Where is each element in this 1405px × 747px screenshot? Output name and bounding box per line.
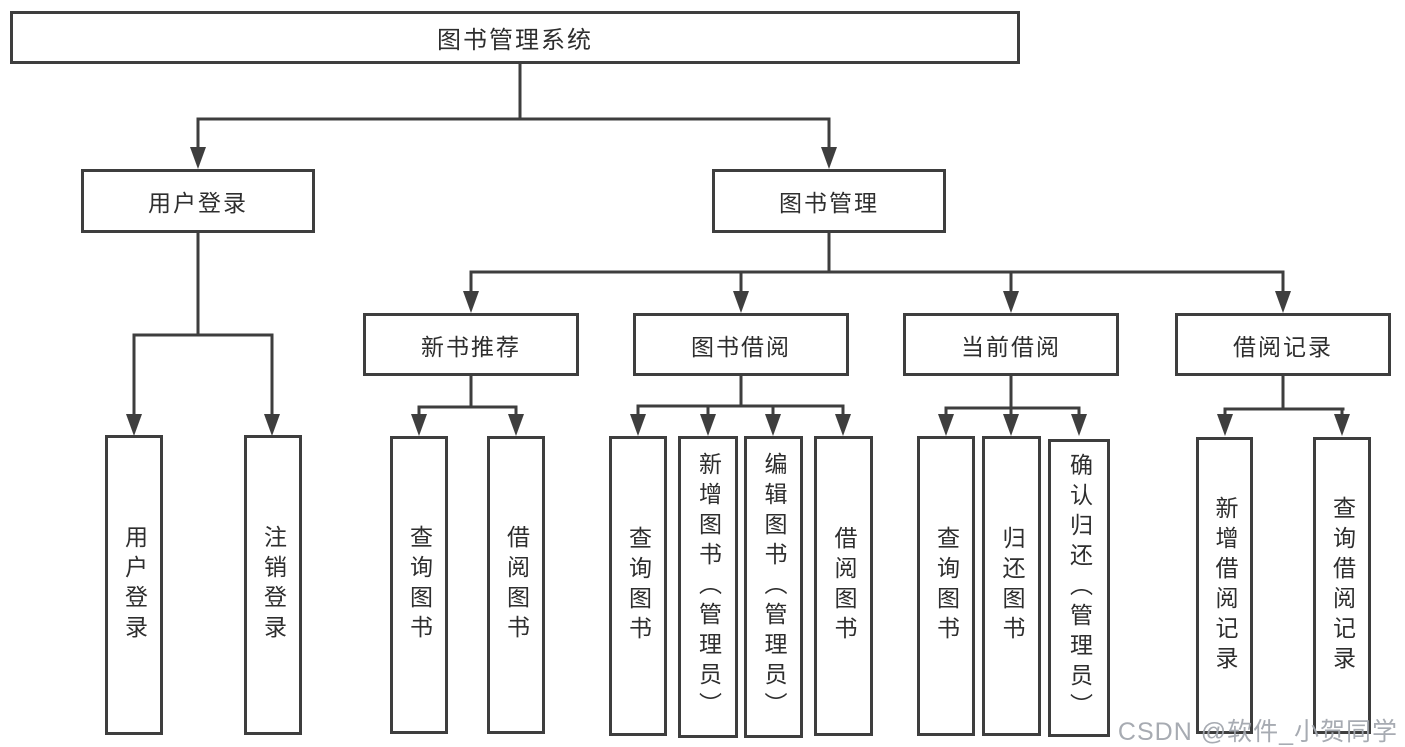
leaf-add-borrowing-record: 新增借阅记录 [1196, 437, 1253, 734]
connector-book-management-to-level3 [463, 233, 1291, 313]
leaf-add-books-admin: 新增图书（管理员） [678, 436, 738, 738]
leaf-logout-login: 注销登录 [244, 435, 302, 735]
leaf-user-login: 用户登录 [105, 435, 163, 735]
node-new-book-recommendation: 新书推荐 [363, 313, 579, 376]
node-user-login: 用户登录 [81, 169, 315, 233]
connector-user-login-children [126, 233, 280, 436]
connector-root-to-level2 [190, 64, 837, 169]
leaf-query-books-borrowing: 查询图书 [609, 436, 667, 736]
node-borrowing-records: 借阅记录 [1175, 313, 1391, 376]
node-book-management: 图书管理 [712, 169, 946, 233]
watermark: CSDN @软件_小贺同学 [1117, 718, 1398, 746]
leaf-borrow-books-recommend: 借阅图书 [487, 436, 545, 734]
connector-book-borrowing-children [630, 376, 851, 436]
leaf-query-borrowing-record: 查询借阅记录 [1313, 437, 1371, 734]
leaf-edit-books-admin: 编辑图书（管理员） [744, 436, 803, 738]
connector-new-book-recommendation-children [411, 376, 524, 436]
node-library-management-system: 图书管理系统 [10, 11, 1020, 64]
leaf-borrow-books-borrowing: 借阅图书 [814, 436, 873, 736]
node-current-borrowing: 当前借阅 [903, 313, 1119, 376]
leaf-query-books-recommend: 查询图书 [390, 436, 448, 734]
leaf-return-books: 归还图书 [982, 436, 1041, 736]
connector-current-borrowing-children [938, 376, 1087, 436]
leaf-confirm-return-admin: 确认归还（管理员） [1048, 439, 1110, 737]
leaf-query-books-current: 查询图书 [917, 436, 975, 736]
connector-borrowing-records-children [1217, 376, 1350, 436]
node-book-borrowing: 图书借阅 [633, 313, 849, 376]
